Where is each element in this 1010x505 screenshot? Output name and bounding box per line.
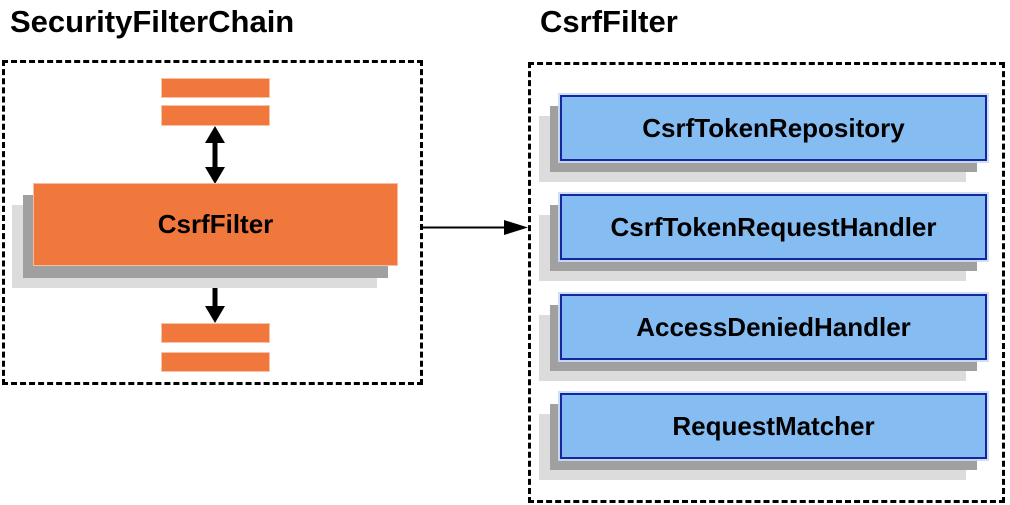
component-label: CsrfTokenRepository xyxy=(642,112,905,143)
component-label: RequestMatcher xyxy=(672,410,875,441)
flow-arrow-icon xyxy=(423,220,528,235)
component-box-csrf-token-request-handler: CsrfTokenRequestHandler xyxy=(560,194,987,260)
component-box-request-matcher: RequestMatcher xyxy=(560,393,987,459)
filter-bar xyxy=(161,105,270,126)
filter-bar xyxy=(161,323,270,343)
filter-bar xyxy=(161,352,270,372)
component-box-access-denied-handler: AccessDeniedHandler xyxy=(560,294,987,360)
filter-bar xyxy=(161,78,270,98)
bidirectional-arrow-icon xyxy=(205,265,225,323)
security-filter-chain-panel xyxy=(2,60,423,385)
component-label: CsrfTokenRequestHandler xyxy=(610,211,937,242)
component-label: AccessDeniedHandler xyxy=(636,311,911,342)
csrf-filter-panel xyxy=(528,62,1005,503)
csrf-filter-title: CsrfFilter xyxy=(540,4,678,39)
security-filter-chain-title: SecurityFilterChain xyxy=(10,4,295,39)
bidirectional-arrow-icon xyxy=(205,126,225,184)
csrf-filter-box-label: CsrfFilter xyxy=(157,209,274,239)
component-box-csrf-token-repository: CsrfTokenRepository xyxy=(560,95,987,161)
csrf-filter-box: CsrfFilter xyxy=(33,183,398,266)
